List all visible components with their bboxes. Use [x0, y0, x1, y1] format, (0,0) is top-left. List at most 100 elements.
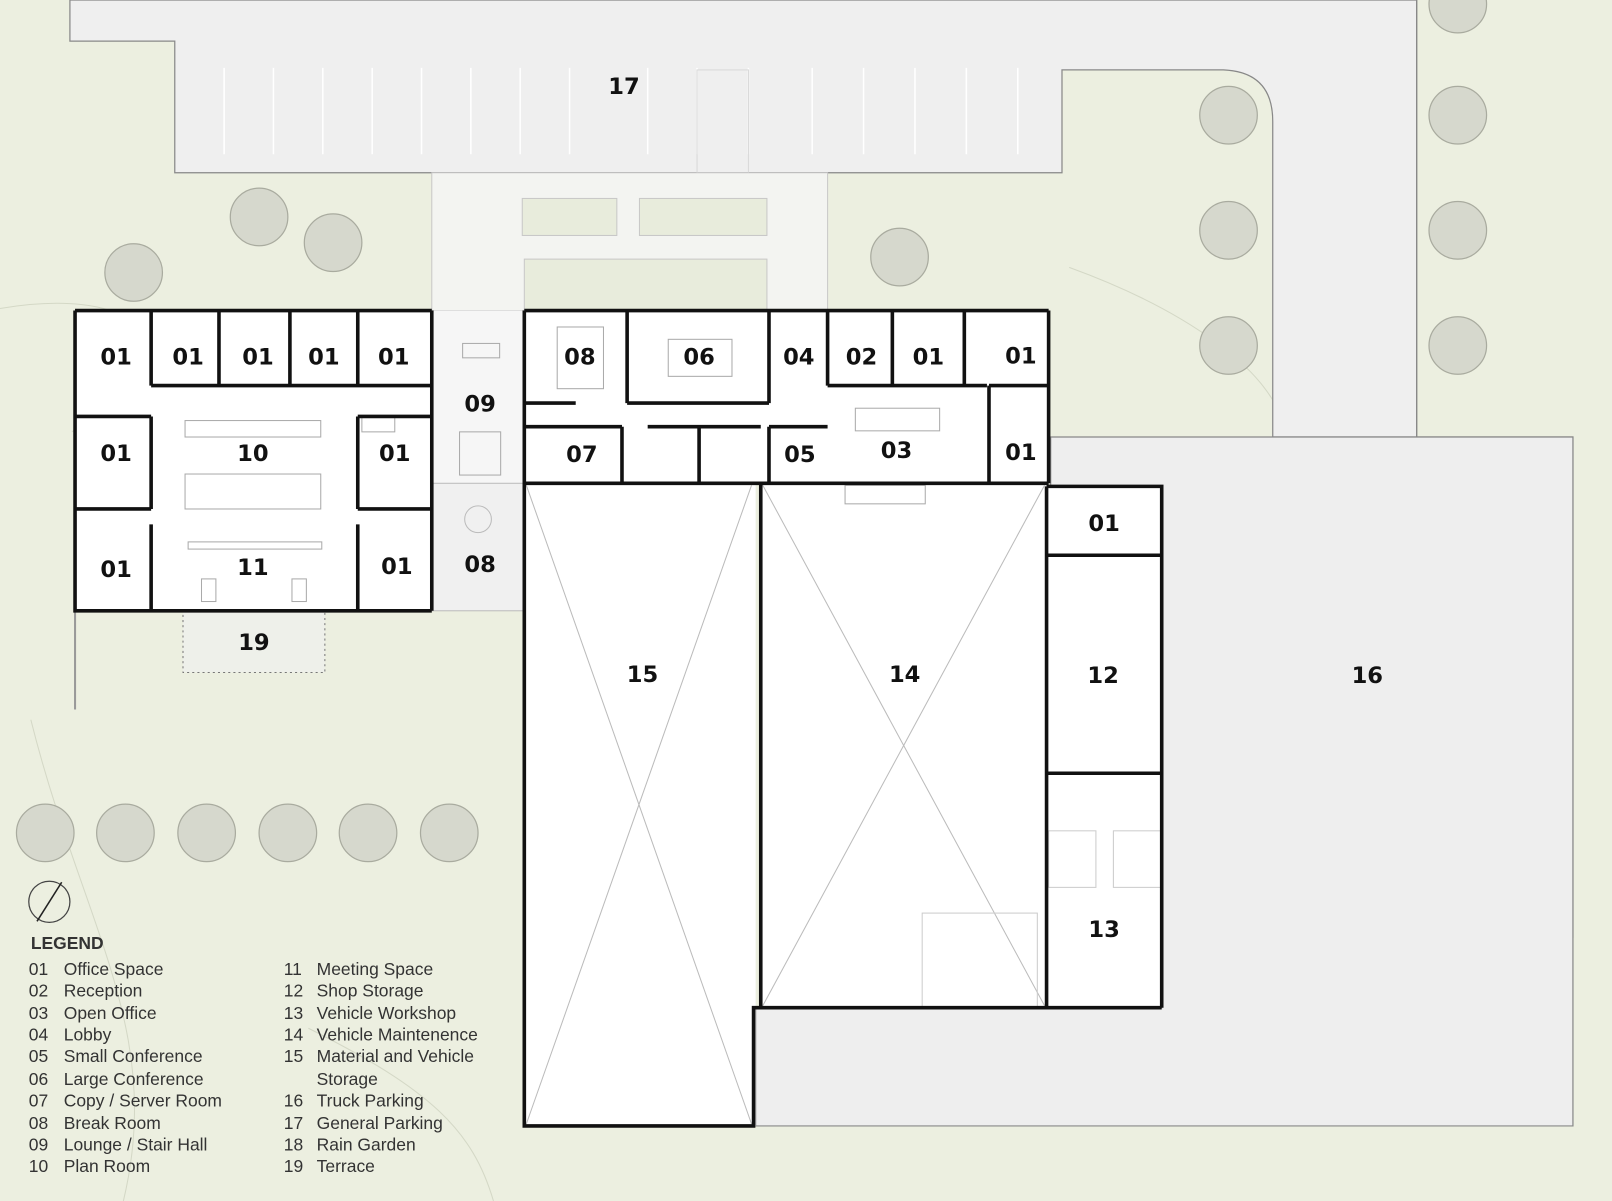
legend-label: Office Space — [64, 959, 164, 979]
room-label-office: 01 — [100, 344, 131, 370]
legend-num: 01 — [29, 959, 48, 979]
room-label-reception: 02 — [846, 344, 877, 370]
legend-num: 12 — [284, 980, 303, 1000]
terrace — [182, 610, 326, 673]
legend-label: Vehicle Maintenence — [317, 1025, 478, 1045]
tree-icon — [870, 227, 929, 287]
room-label-vehicle-maintenance: 14 — [889, 662, 920, 688]
tree-icon — [419, 803, 479, 863]
room-label-general-parking: 17 — [608, 74, 639, 100]
legend-col-1: 01 Office Space 02 Reception 03 Open Office… — [29, 959, 222, 1176]
legend-num: 05 — [29, 1046, 48, 1066]
legend-label: Shop Storage — [317, 980, 424, 1000]
room-label-large-conference: 06 — [683, 344, 714, 370]
legend-num: 18 — [284, 1135, 303, 1155]
legend-label: Open Office — [64, 1003, 157, 1023]
furniture — [184, 326, 941, 603]
legend-label: Truck Parking — [317, 1090, 424, 1110]
tree-icon — [258, 803, 318, 863]
room-label-office: 01 — [378, 344, 409, 370]
tree-icon — [104, 243, 164, 302]
room-label-break-room: 08 — [464, 552, 495, 578]
legend-label: Vehicle Workshop — [317, 1003, 457, 1023]
tree-icon — [1199, 316, 1258, 375]
legend-label: Copy / Server Room — [64, 1090, 222, 1110]
room-label-office: 01 — [1088, 511, 1119, 537]
legend-label: Terrace — [317, 1156, 375, 1176]
room-label-material-storage: 15 — [627, 662, 658, 688]
legend-num: 17 — [284, 1113, 303, 1133]
room-label-open-office: 03 — [881, 438, 912, 464]
legend-num: 06 — [29, 1069, 48, 1089]
room-label-copy-server: 07 — [566, 442, 597, 468]
tree-icon — [177, 803, 237, 863]
tree-icon — [1428, 85, 1488, 145]
room-label-office: 01 — [1005, 440, 1036, 466]
bay-diagonals — [525, 485, 1045, 1125]
planter — [638, 197, 768, 236]
legend-num: 10 — [29, 1156, 49, 1176]
equipment-pad — [1048, 830, 1097, 888]
planter — [521, 197, 618, 236]
legend-num: 07 — [29, 1090, 48, 1110]
legend-label: Lobby — [64, 1025, 112, 1045]
legend-label: Reception — [64, 980, 143, 1000]
legend-title: LEGEND — [31, 933, 104, 953]
room-label-office: 01 — [100, 557, 131, 583]
room-label-office: 01 — [1005, 343, 1036, 369]
tree-icon — [1428, 316, 1488, 375]
legend-num: 16 — [284, 1090, 303, 1110]
tree-icon — [1199, 200, 1258, 260]
room-label-plan-room: 10 — [237, 441, 268, 467]
tree-icon — [15, 803, 75, 863]
legend-num: 02 — [29, 980, 48, 1000]
material-storage-bay — [524, 483, 756, 1126]
legend-label: Lounge / Stair Hall — [64, 1135, 208, 1155]
tree-icon — [96, 803, 155, 863]
room-label-office: 01 — [379, 441, 410, 467]
legend-label: Meeting Space — [317, 959, 434, 979]
legend-num: 03 — [29, 1003, 48, 1023]
legend-num: 15 — [284, 1046, 303, 1066]
tree-icon — [1428, 200, 1488, 260]
room-labels: 17 01 01 01 01 01 01 01 01 01 01 01 01 0… — [100, 74, 1383, 943]
central-wing — [524, 310, 1049, 484]
tree-icon — [338, 803, 398, 863]
room-label-vehicle-workshop: 13 — [1088, 917, 1119, 943]
legend-num: 04 — [29, 1025, 49, 1045]
tree-icon — [1199, 85, 1258, 145]
shop-column — [1046, 486, 1162, 1008]
west-wing — [75, 310, 432, 611]
north-arrow-icon — [28, 880, 71, 923]
walls — [73, 308, 1164, 1128]
room-label-small-conference: 05 — [784, 442, 815, 468]
legend-num: 11 — [284, 959, 302, 979]
legend-label: Rain Garden — [317, 1135, 416, 1155]
legend-label: Large Conference — [64, 1069, 204, 1089]
lounge-stair-hall — [431, 310, 525, 484]
trees — [15, 0, 1488, 863]
room-label-office: 01 — [381, 554, 412, 580]
room-label-break-room: 08 — [564, 344, 595, 370]
legend-label: Plan Room — [64, 1156, 150, 1176]
legend-num: 14 — [284, 1025, 304, 1045]
tree-icon — [1428, 0, 1488, 34]
legend-num: 09 — [29, 1135, 48, 1155]
legend-label: Break Room — [64, 1113, 161, 1133]
room-label-truck-parking: 16 — [1352, 663, 1383, 689]
legend-label: Material and Vehicle — [317, 1046, 474, 1066]
legend-num: 13 — [284, 1003, 303, 1023]
legend-label: Storage — [317, 1069, 378, 1089]
legend-num: 08 — [29, 1113, 48, 1133]
room-label-lobby: 04 — [783, 344, 814, 370]
room-label-office: 01 — [242, 344, 273, 370]
legend-num: 19 — [284, 1156, 303, 1176]
legend: LEGEND 01 Office Space 02 Reception 03 Open… — [29, 933, 478, 1176]
table-icon — [464, 505, 492, 534]
legend-label: General Parking — [317, 1113, 443, 1133]
room-label-office: 01 — [913, 344, 944, 370]
room-label-office: 01 — [308, 344, 339, 370]
room-label-shop-storage: 12 — [1087, 663, 1118, 689]
